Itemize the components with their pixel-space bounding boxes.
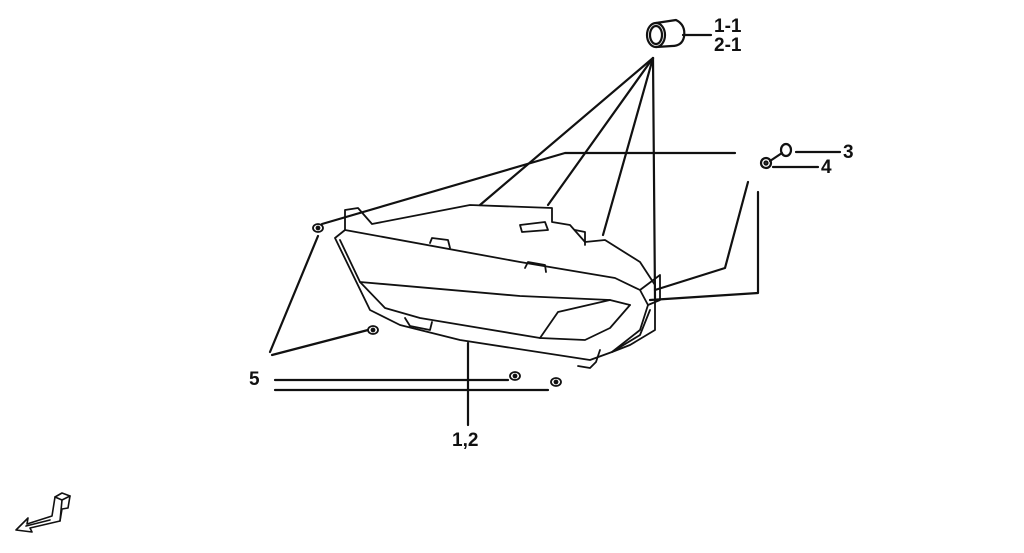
headlight-assembly <box>334 204 661 369</box>
label-2-1: 2-1 <box>714 35 742 56</box>
front-direction-icon <box>15 492 71 533</box>
grommets <box>312 223 562 387</box>
label-4: 4 <box>821 157 832 178</box>
washer-part <box>759 156 773 170</box>
label-5: 5 <box>249 369 260 390</box>
label-3: 3 <box>843 142 854 163</box>
leader-lines <box>268 151 760 427</box>
leader-fan <box>478 56 657 300</box>
label-1-2: 1,2 <box>452 430 479 451</box>
screw-part <box>768 142 793 163</box>
bulb-part <box>645 18 686 49</box>
label-1-1: 1-1 <box>714 16 742 37</box>
